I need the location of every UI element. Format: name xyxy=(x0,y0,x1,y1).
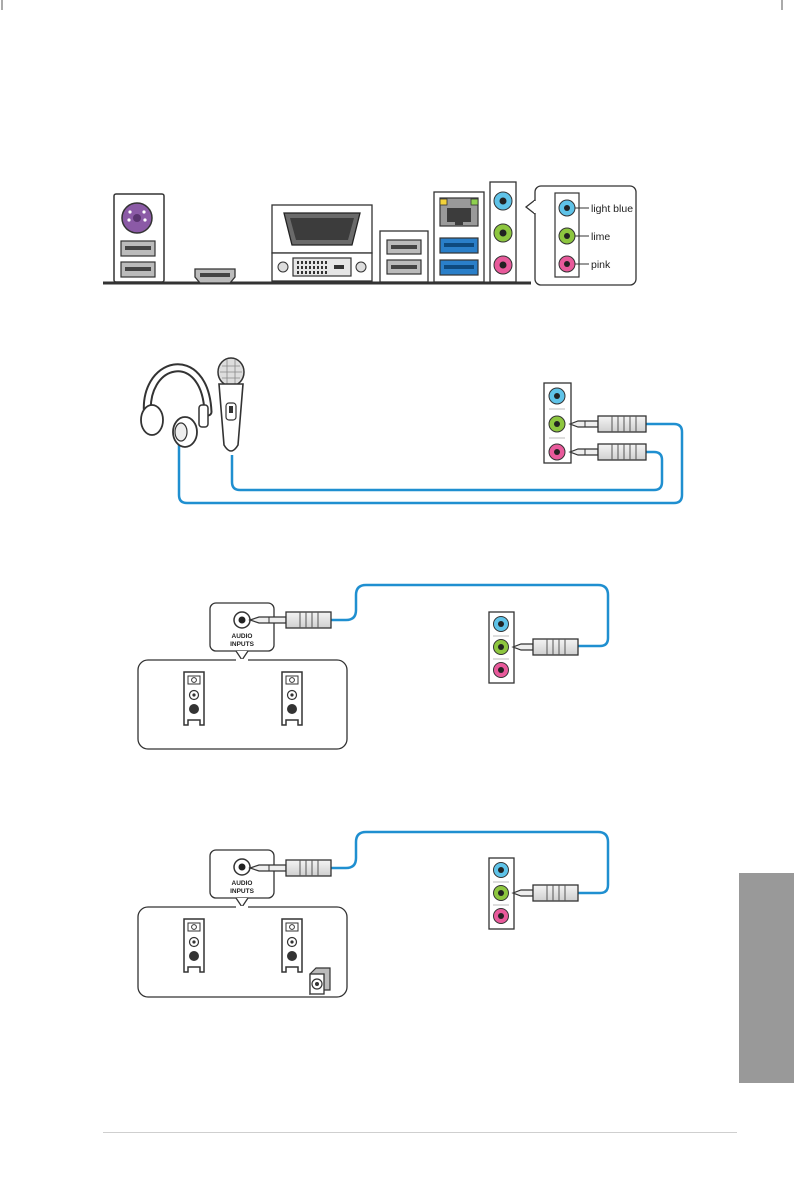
speaker-subwoofer-connection: AUDIO INPUTS xyxy=(138,832,608,997)
right-speaker-icon xyxy=(282,672,302,725)
usb-stack xyxy=(380,231,428,282)
panel-audio-jacks xyxy=(490,182,516,282)
left-speaker-icon xyxy=(184,672,204,725)
right-speaker-icon xyxy=(282,919,302,972)
left-speaker-icon xyxy=(184,919,204,972)
audio-jack-panel xyxy=(544,383,571,463)
headphone-mic-connection xyxy=(141,358,682,503)
headphones-icon xyxy=(141,368,208,447)
vga-dvi-stack xyxy=(272,205,372,281)
stereo-speaker-connection: AUDIO INPUTS xyxy=(138,585,608,749)
microphone-plug-icon xyxy=(570,444,646,460)
chapter-side-tab xyxy=(739,873,794,1083)
audio-jack-panel xyxy=(489,858,514,929)
speaker-cable xyxy=(331,585,608,646)
rear-io-panel: light blue lime pink xyxy=(103,182,636,285)
subwoofer-icon xyxy=(310,968,330,994)
audio-inputs-label: AUDIO xyxy=(232,880,253,887)
legend-label-pink: pink xyxy=(591,259,611,271)
speaker-cable xyxy=(331,832,608,893)
footer-rule xyxy=(103,1132,737,1133)
audio-inputs-callout: AUDIO INPUTS xyxy=(210,603,274,651)
ps2-usb-stack xyxy=(114,194,164,282)
microphone-icon xyxy=(218,358,244,451)
hdmi-port-icon xyxy=(195,269,235,283)
legend-label-lime: lime xyxy=(591,231,610,243)
audio-inputs-label: INPUTS xyxy=(230,888,255,895)
jack-color-legend: light blue lime pink xyxy=(526,186,636,285)
audio-jack-panel xyxy=(489,612,514,683)
audio-inputs-callout: AUDIO INPUTS xyxy=(210,850,274,898)
speaker-plug-icon xyxy=(513,639,578,655)
speaker-plug-icon xyxy=(513,885,578,901)
headphone-plug-icon xyxy=(570,416,646,432)
audio-inputs-label: AUDIO xyxy=(232,633,253,640)
audio-inputs-label: INPUTS xyxy=(230,641,255,648)
legend-label-light-blue: light blue xyxy=(591,203,633,215)
lan-usb3-stack xyxy=(434,192,484,282)
